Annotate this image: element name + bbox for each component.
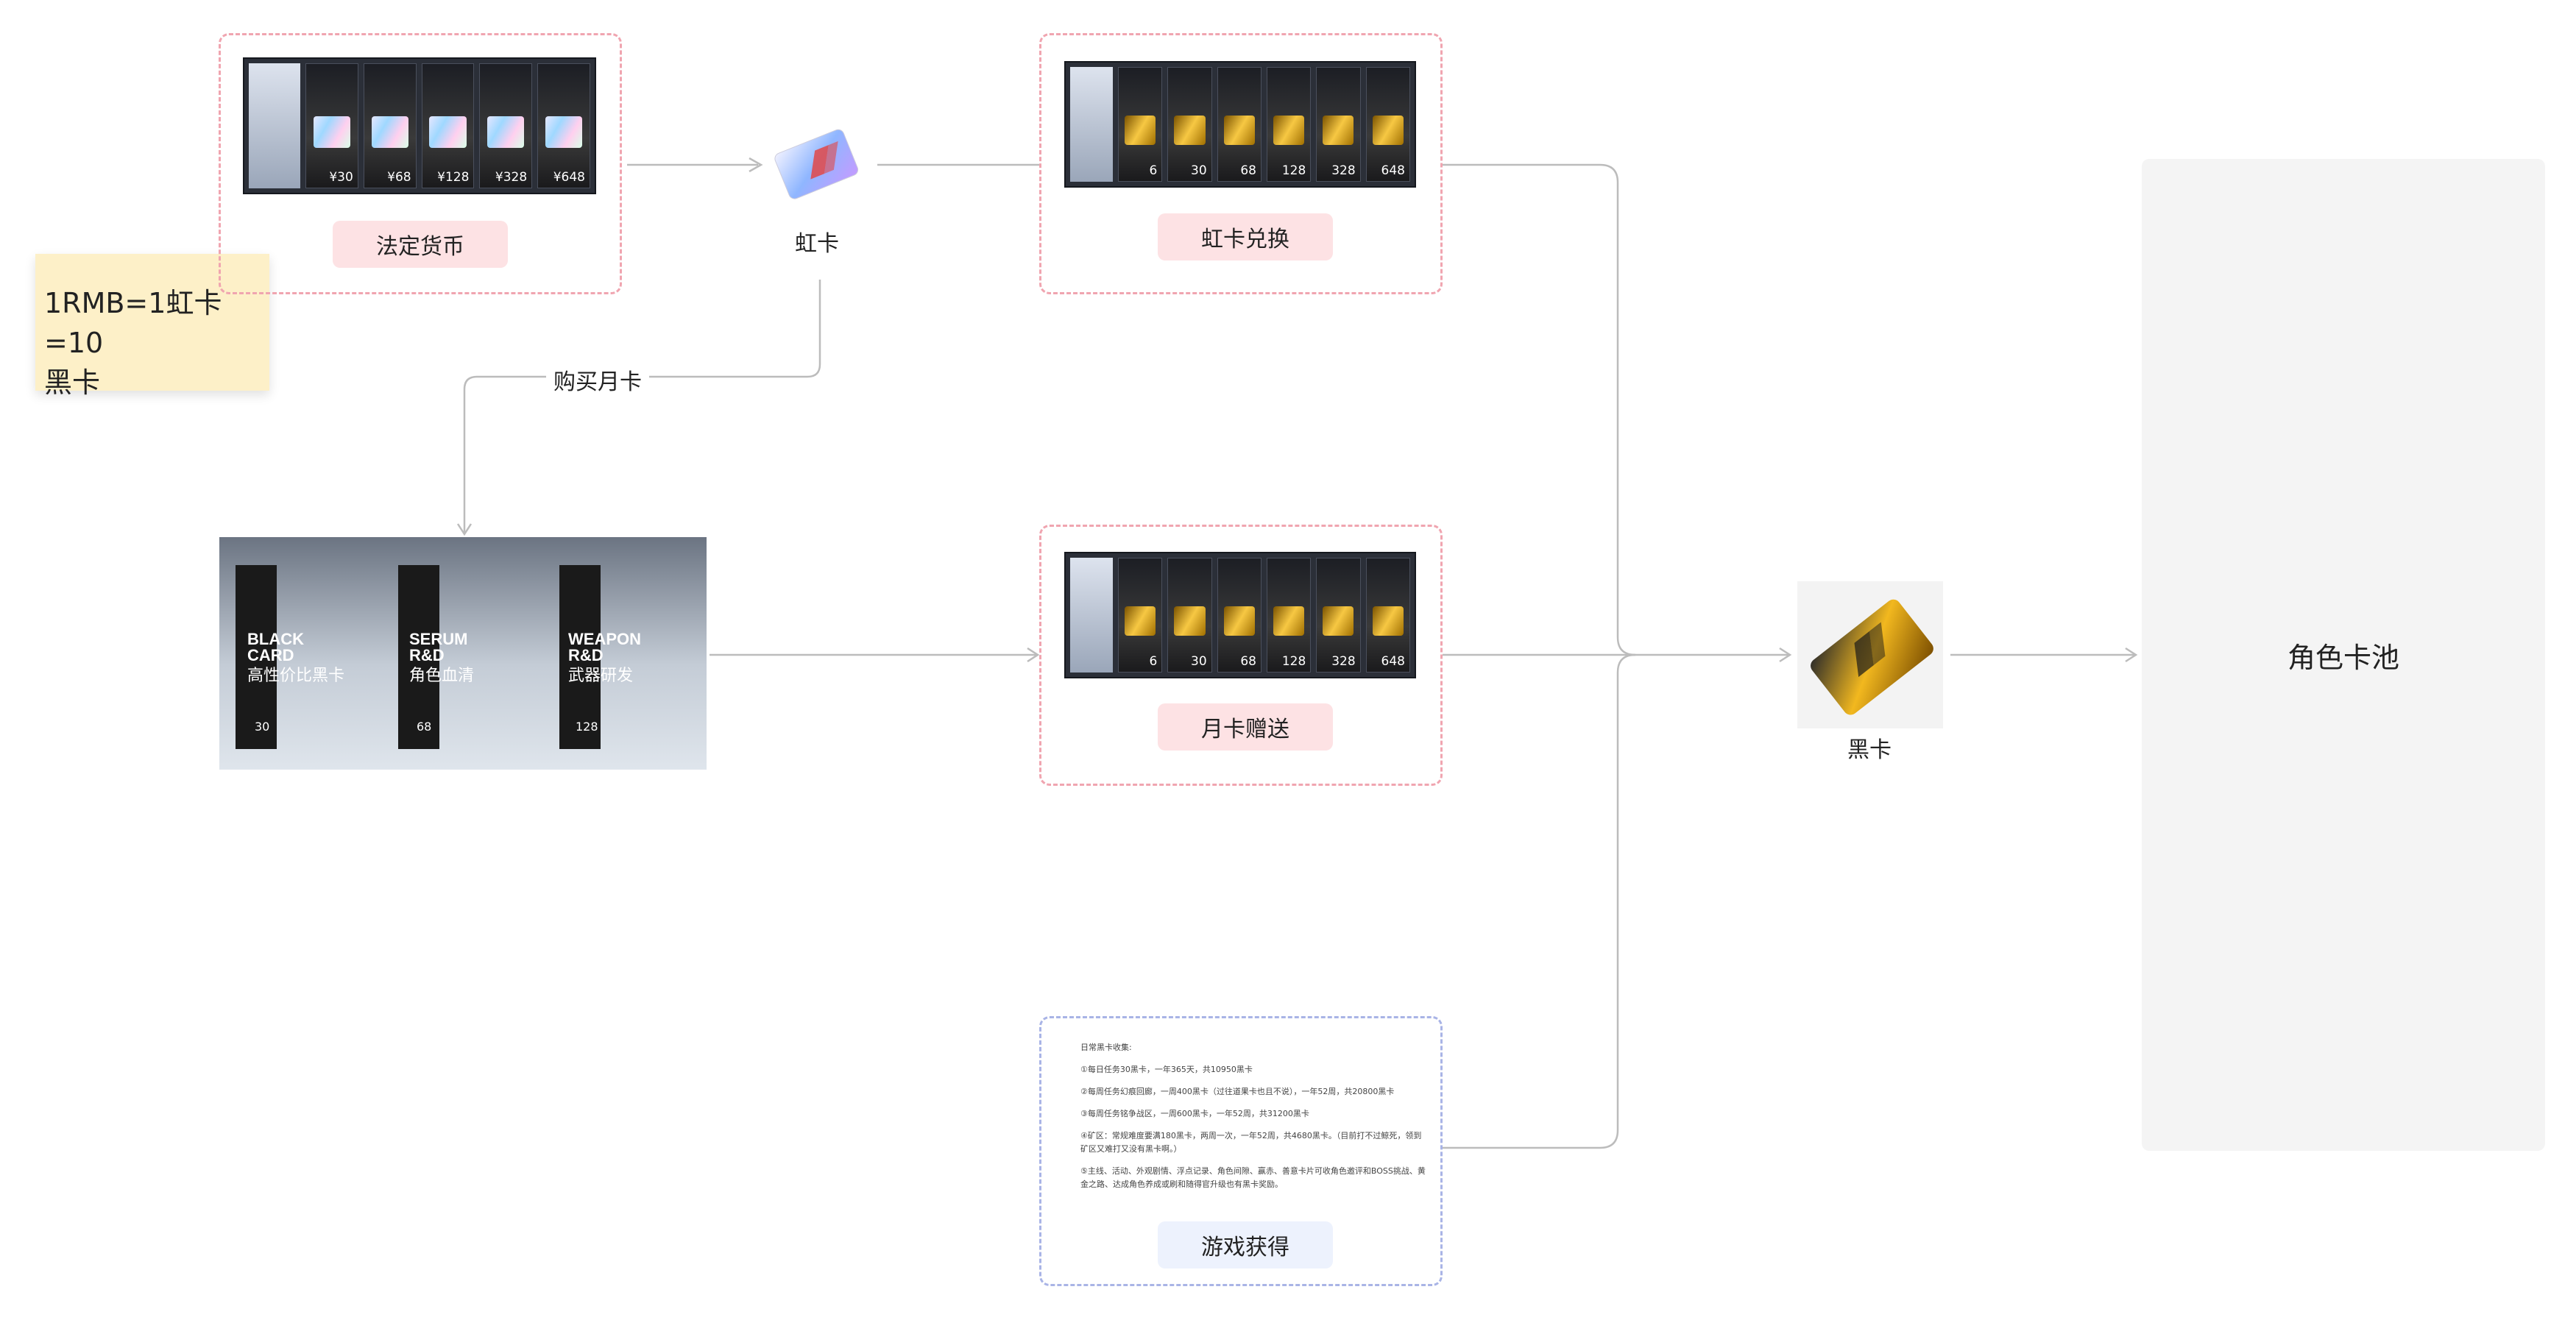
banner-serum-en: SERUM R&D — [409, 630, 468, 664]
note-line-1: 1RMB=1虹卡=10 — [44, 287, 222, 359]
rainbow-card-label: 虹卡 — [795, 231, 839, 257]
rainbow-exchange-label: 虹卡兑换 — [1158, 213, 1333, 260]
banner-price-68: 68 — [417, 720, 432, 734]
exchange-rate-note: 1RMB=1虹卡=10 黑卡 — [35, 254, 269, 399]
buy-monthly-edge-label: 购买月卡 — [546, 363, 649, 396]
monthly-gift-label: 月卡赠送 — [1158, 703, 1333, 751]
banner-serum-cn: 角色血清 — [409, 667, 475, 685]
banner-weapon-cn: 武器研发 — [568, 667, 634, 685]
game-doc-line-5: ④矿区：常规难度要满180黑卡，两周一次，一年52周，共4680黑卡。（目前打不… — [1080, 1131, 1422, 1140]
monthly-gift-screenshot: 6 30 68 128 328 648 — [1064, 552, 1416, 678]
rainbow-exchange-screenshot: 6 30 68 128 328 648 — [1064, 61, 1416, 188]
game-doc-line-8: 金之路、达成角色养成或刷和随得官升级也有黑卡奖励。 — [1080, 1179, 1283, 1189]
arrowhead — [749, 157, 763, 173]
character-card-pool: 角色卡池 — [2142, 159, 2545, 1151]
game-acquisition-group — [1039, 1016, 1443, 1286]
character-card-pool-label: 角色卡池 — [2287, 641, 2399, 674]
monthly-card-banner: BLACK CARD 高性价比黑卡 30 SERUM R&D 角色血清 68 W… — [219, 537, 707, 770]
fiat-currency-label: 法定货币 — [333, 221, 508, 268]
game-doc-line-6: 矿区又难打又没有黑卡啊。） — [1080, 1144, 1182, 1154]
fiat-price-648: ¥648 — [553, 170, 585, 185]
rainbow-card-image — [765, 118, 868, 213]
fiat-currency-group — [219, 33, 622, 294]
game-acquisition-label: 游戏获得 — [1158, 1221, 1333, 1268]
monthly-gift-group — [1039, 525, 1443, 786]
game-doc-line-4: ③每周任务铭争战区，一周600黑卡，一年52周，共31200黑卡 — [1080, 1109, 1309, 1118]
game-doc-line-7: ⑤主线、活动、外观剧情、浮点记录、角色间隙、赢赤、善意卡片可收角色邀评和BOSS… — [1080, 1166, 1426, 1176]
edge-exchange-black — [1443, 163, 1636, 656]
edge-game-black — [1443, 653, 1636, 1149]
black-card-image — [1797, 581, 1943, 728]
banner-price-30: 30 — [255, 720, 270, 734]
game-doc-line-3: ②每周任务幻痕回廊，一周400黑卡（过往道果卡也且不说），一年52周，共2080… — [1080, 1087, 1395, 1096]
black-card-label: 黑卡 — [1847, 737, 1892, 763]
note-line-2: 黑卡 — [44, 366, 101, 399]
fiat-price-328: ¥328 — [495, 170, 528, 185]
edge-buy-monthly-b — [463, 375, 546, 533]
fiat-shop-screenshot: ¥30 ¥68 ¥128 ¥328 ¥648 — [243, 57, 596, 194]
banner-weapon-en: WEAPON R&D — [568, 630, 641, 664]
fiat-price-30: ¥30 — [329, 170, 353, 185]
banner-price-128: 128 — [576, 720, 598, 734]
rainbow-exchange-group — [1039, 33, 1443, 294]
edge-buy-monthly-a — [648, 280, 821, 378]
banner-black-card-en: BLACK CARD — [247, 630, 304, 664]
fiat-price-68: ¥68 — [387, 170, 411, 185]
fiat-price-128: ¥128 — [437, 170, 470, 185]
game-doc-line-2: ①每日任务30黑卡，一年365天，共10950黑卡 — [1080, 1065, 1253, 1074]
banner-black-card-cn: 高性价比黑卡 — [247, 667, 345, 685]
game-doc-line-1: 日常黑卡收集: — [1080, 1043, 1132, 1052]
